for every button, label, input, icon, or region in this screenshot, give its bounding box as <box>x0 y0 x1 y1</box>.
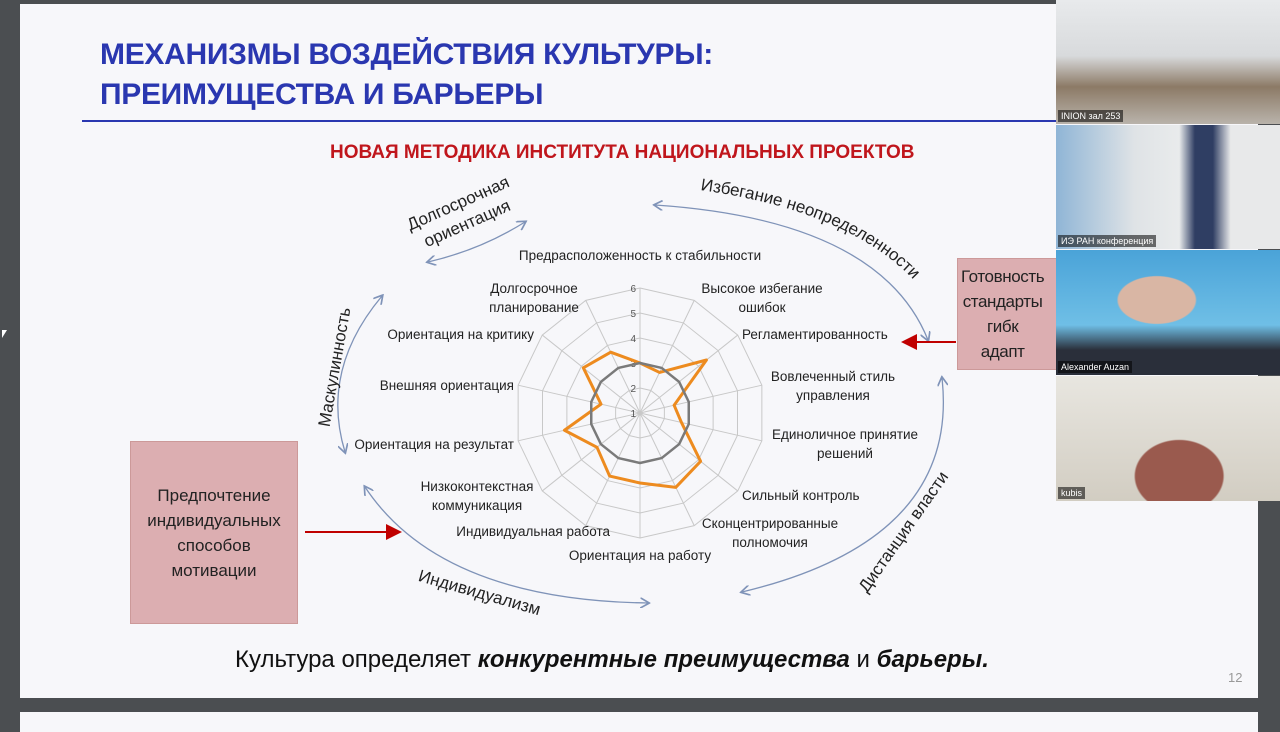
radar-point-grey <box>600 381 602 383</box>
footer-text: и <box>849 646 877 673</box>
left-box-line: Предпочтение <box>157 485 271 505</box>
radar-point-grey <box>600 443 602 445</box>
radar-spoke <box>541 334 641 414</box>
footer-emphasis: конкурентные преимущества <box>477 646 850 673</box>
cycle-arrow-power <box>742 378 943 592</box>
cycle-label-power-distance: Дистанция власти <box>855 468 953 596</box>
radar-point-orange <box>563 429 566 432</box>
radar-point-grey <box>590 401 593 403</box>
radar-spoke <box>639 334 739 414</box>
radar-point-orange <box>609 351 612 353</box>
radar-point-grey <box>687 423 690 425</box>
axis-label-low-context: Низкоконтекстная коммуникация <box>420 479 534 513</box>
axis-label-strong-control: Сильный контроль <box>742 488 860 503</box>
radar-spoke <box>585 300 641 414</box>
video-tile-ie-ran[interactable]: ИЭ РАН конференция <box>1056 125 1280 249</box>
slide-footer: Культура определяет конкурентные преимущ… <box>235 646 989 674</box>
slide-subtitle: НОВАЯ МЕТОДИКА ИНСТИТУТА НАЦИОНАЛЬНЫХ ПР… <box>330 142 915 163</box>
participant-name: Alexander Auzan <box>1058 361 1133 373</box>
radar-point-grey <box>660 457 663 459</box>
radar-point-orange <box>658 371 661 374</box>
axis-label-individual-work: Индивидуальная работа <box>456 524 610 539</box>
radar-point-orange <box>639 482 641 484</box>
title-divider <box>82 120 1057 122</box>
radar-spoke <box>541 412 641 492</box>
participant-name: ИЭ РАН конференция <box>1058 235 1157 247</box>
radar-point-orange <box>699 460 702 463</box>
radar-point-orange <box>674 486 677 489</box>
axis-label-critique-orientation: Ориентация на критику <box>387 327 534 342</box>
radar-spoke <box>639 412 739 492</box>
cycle-label-uncertainty: Избегание неопределенности <box>700 175 924 282</box>
axis-label-error-avoidance: Высокое избегание ошибок <box>701 281 823 315</box>
footer-text: Культура определяет <box>235 646 478 673</box>
radar-spoke <box>639 412 695 526</box>
cycle-label-long-term: Долгосрочная ориентация <box>404 172 513 251</box>
right-box-line: стандарты <box>962 292 1043 311</box>
radar-spoke <box>639 300 695 414</box>
mouse-cursor <box>2 330 7 338</box>
radar-point-orange <box>680 421 683 424</box>
radar-point-grey <box>687 401 690 403</box>
axis-label-work-orientation: Ориентация на работу <box>568 548 712 563</box>
cycle-arrow-long-term <box>428 222 525 262</box>
page-number: 12 <box>1228 670 1243 685</box>
radar-point-grey <box>639 362 641 364</box>
axis-label-stability: Предрасположенность к стабильности <box>518 248 762 263</box>
slide-title-line2: ПРЕИМУЩЕСТВА И БАРЬЕРЫ <box>100 78 544 111</box>
right-box-line: Готовность <box>961 267 1045 286</box>
radar-tick-label: 6 <box>630 284 636 295</box>
radar-point-orange <box>600 403 602 405</box>
radar-point-grey <box>678 443 680 445</box>
radar-point-grey <box>660 367 663 369</box>
radar-point-grey <box>617 457 620 459</box>
footer-emphasis: барьеры. <box>876 646 989 673</box>
radar-point-grey <box>617 367 620 369</box>
axis-label-involved-style: Вовлеченный стиль управления <box>770 369 896 403</box>
radar-tick-label: 4 <box>630 334 636 345</box>
axis-label-result-orientation: Ориентация на результат <box>354 437 514 452</box>
participant-name: kubis <box>1058 487 1086 499</box>
radar-point-orange <box>582 366 585 369</box>
left-box-motivation: Предпочтение индивидуальных способов мот… <box>130 441 298 624</box>
radar-point-orange <box>673 404 675 407</box>
right-box-line: гибк <box>986 317 1019 336</box>
radar-spoke <box>639 384 762 414</box>
left-box-line: способов <box>177 535 251 555</box>
radar-point-orange <box>705 359 708 361</box>
radar-point-orange <box>596 446 598 449</box>
radar-tick-label: 2 <box>630 384 636 395</box>
radar-tick-label: 1 <box>630 409 636 420</box>
cycle-arrow-masculinity <box>337 296 382 452</box>
right-box-line: адапт <box>980 342 1025 361</box>
cycle-label-masculinity: Маскулинность <box>315 306 355 428</box>
radar-point-grey <box>678 381 680 383</box>
video-tile-inion[interactable]: INION зал 253 <box>1056 0 1280 124</box>
cycle-arrow-individualism <box>365 487 648 603</box>
radar-point-grey <box>590 423 593 425</box>
cycle-arrow-uncertainty <box>655 205 928 340</box>
radar-spoke <box>585 412 641 526</box>
radar-spoke <box>518 412 641 442</box>
participant-name: INION зал 253 <box>1058 110 1124 122</box>
left-box-line: индивидуальных <box>147 510 281 530</box>
radar-spoke <box>518 384 641 414</box>
video-tile-alexander-auzan[interactable]: Alexander Auzan <box>1056 250 1280 375</box>
axis-label-concentrated-powers: Сконцентрированные полномочия <box>701 516 839 550</box>
axis-label-external-orientation: Внешняя ориентация <box>379 378 514 393</box>
axis-label-long-term-planning: Долгосрочное планирование <box>489 281 579 315</box>
cycle-label-individualism: Индивидуализм <box>416 566 542 619</box>
slide-title-line1: МЕХАНИЗМЫ ВОЗДЕЙСТВИЯ КУЛЬТУРЫ: <box>100 38 713 71</box>
left-box-line: мотивации <box>171 560 257 580</box>
video-tile-kubis[interactable]: kubis <box>1056 376 1280 501</box>
axis-label-regulation: Регламентированность <box>742 327 888 342</box>
radar-point-grey <box>639 462 641 464</box>
radar-point-orange <box>608 475 611 477</box>
radar-spoke <box>639 412 762 442</box>
axis-label-sole-decision: Единоличное принятие решений <box>771 427 919 461</box>
radar-tick-label: 5 <box>630 309 636 320</box>
